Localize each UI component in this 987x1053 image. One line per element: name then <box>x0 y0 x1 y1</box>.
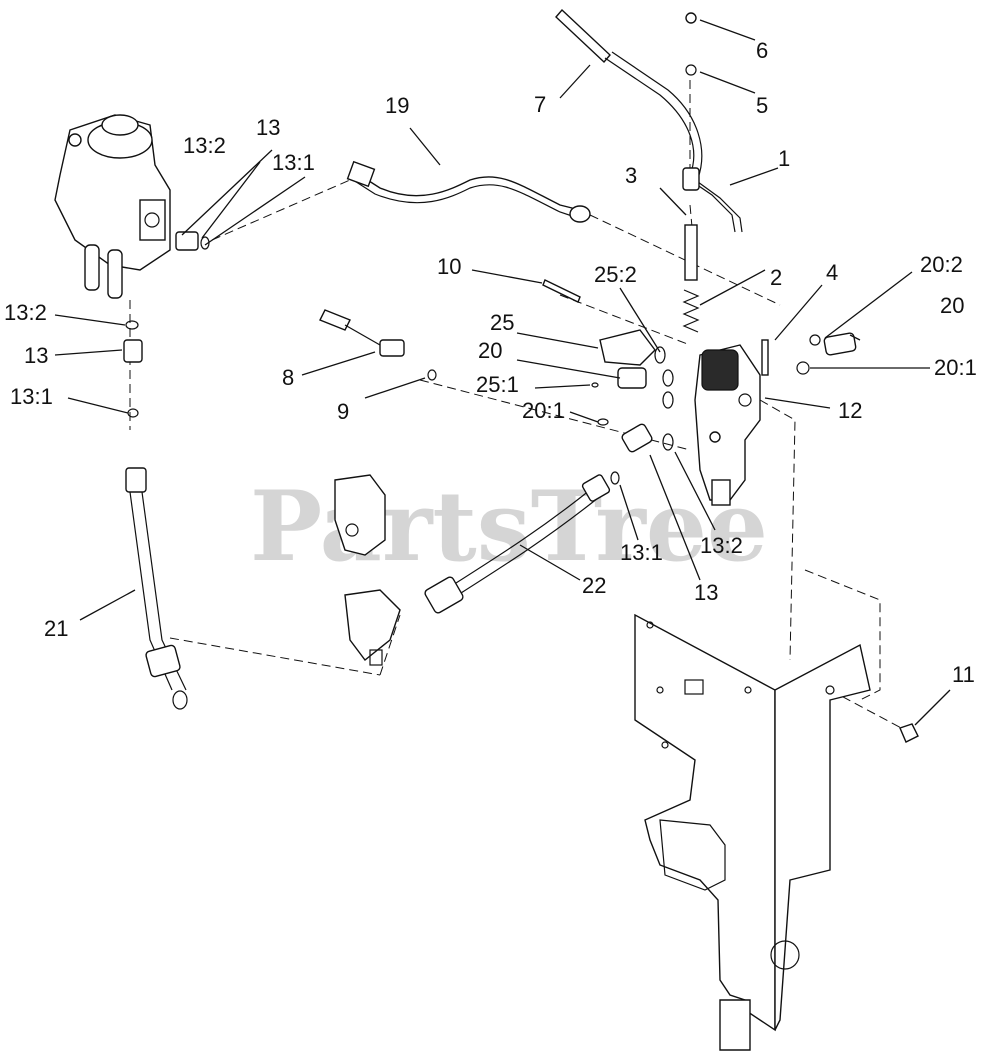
fitting-20-right <box>761 332 857 376</box>
callout-13-mid: 13 <box>694 580 718 605</box>
callout-2: 2 <box>770 265 782 290</box>
callout-20-right: 20 <box>940 293 964 318</box>
tee-fittings <box>334 474 401 666</box>
hose-21 <box>125 467 188 710</box>
hose-19 <box>346 160 591 223</box>
callout-10: 10 <box>437 254 461 279</box>
callout-4: 4 <box>826 260 838 285</box>
callout-13-left: 13 <box>24 343 48 368</box>
valve-block-12 <box>694 344 761 506</box>
callout-22: 22 <box>582 573 606 598</box>
frame-plate <box>634 569 881 1051</box>
callout-13-1-mid: 13:1 <box>620 540 663 565</box>
callout-13-1-top: 13:1 <box>272 150 315 175</box>
callout-1: 1 <box>778 146 790 171</box>
callout-25-1: 25:1 <box>476 372 519 397</box>
callout-6: 6 <box>756 38 768 63</box>
callout-25-2: 25:2 <box>594 262 637 287</box>
callout-11: 11 <box>952 662 975 687</box>
callout-20-1-low: 20:1 <box>522 398 565 423</box>
fitting-20 <box>591 367 674 426</box>
callout-8: 8 <box>282 365 294 390</box>
watermark: PartsTree <box>250 470 768 583</box>
callout-12: 12 <box>838 398 862 423</box>
callout-13-2-left: 13:2 <box>4 300 47 325</box>
callout-9: 9 <box>337 399 349 424</box>
callout-13-2-top: 13:2 <box>183 133 226 158</box>
fittings-13-left <box>123 320 143 418</box>
callout-7: 7 <box>534 92 546 117</box>
callout-20-upper: 20 <box>478 338 502 363</box>
spool-and-spring <box>682 12 700 333</box>
assembly-lines <box>129 80 906 731</box>
bolt-10 <box>542 279 581 303</box>
callout-5: 5 <box>756 93 768 118</box>
callout-20-2: 20:2 <box>920 252 963 277</box>
callout-20-1-right: 20:1 <box>934 355 977 380</box>
callout-21: 21 <box>44 616 68 641</box>
callout-labels: 1 2 3 4 5 6 7 8 9 10 11 12 13 13:2 13:1 … <box>4 38 977 687</box>
sensor-8 <box>319 309 437 381</box>
callout-25: 25 <box>490 310 514 335</box>
callout-19: 19 <box>385 93 409 118</box>
callout-13-1-left: 13:1 <box>10 384 53 409</box>
callout-13-2-mid: 13:2 <box>700 533 743 558</box>
callout-3: 3 <box>625 163 637 188</box>
nut-11 <box>899 723 919 743</box>
fitting-25 <box>599 329 674 387</box>
leader-lines <box>54 19 951 726</box>
control-handle <box>555 8 743 233</box>
control-valve-assembly <box>54 114 171 299</box>
fitting-13-top <box>175 231 210 251</box>
hose-22 <box>424 423 674 614</box>
callout-13-top: 13 <box>256 115 280 140</box>
